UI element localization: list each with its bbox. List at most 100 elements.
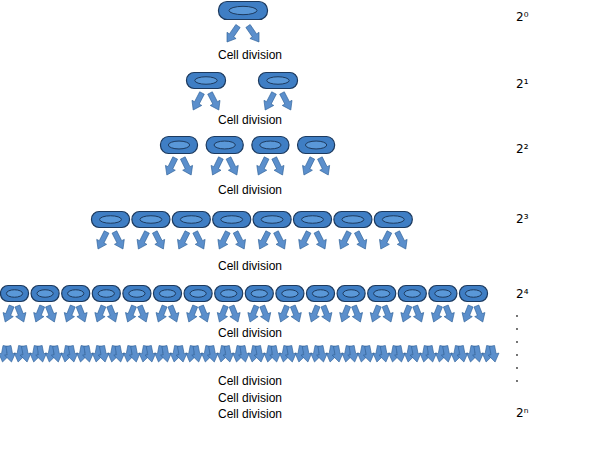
- bacterial-cell: [62, 286, 90, 302]
- cell-body: [172, 212, 210, 228]
- division-arrow: [337, 304, 354, 324]
- continuation-dot: [516, 354, 518, 356]
- cell-nucleoid: [98, 290, 114, 297]
- cell-body: [252, 137, 289, 154]
- division-arrow: [135, 304, 152, 324]
- cell-body: [398, 286, 426, 302]
- bacterial-cell: [184, 286, 212, 302]
- division-arrow: [295, 230, 313, 252]
- division-arrow: [410, 304, 427, 324]
- cell-body: [1, 286, 29, 302]
- step-label: Cell division: [218, 260, 282, 272]
- division-arrow: [379, 304, 396, 324]
- generation-count: 2⁴: [516, 288, 528, 300]
- bacterial-cell: [368, 286, 396, 302]
- division-arrow: [253, 156, 271, 178]
- cell-body: [368, 286, 396, 302]
- bacterial-cell: [252, 137, 289, 154]
- cell-nucleoid: [100, 216, 122, 223]
- cell-body: [259, 73, 298, 89]
- division-arrow: [255, 230, 273, 252]
- division-arrow: [392, 230, 410, 252]
- bacterial-cell: [187, 73, 226, 89]
- division-arrow: [352, 230, 370, 252]
- cell-body: [276, 286, 304, 302]
- division-arrow: [243, 23, 263, 45]
- cell-body: [132, 212, 170, 228]
- cell-nucleoid: [190, 290, 206, 297]
- cell-body: [460, 286, 488, 302]
- division-arrow: [271, 230, 289, 252]
- step-label: Cell division: [218, 392, 282, 404]
- division-arrow: [336, 230, 354, 252]
- bacterial-cell: [154, 286, 182, 302]
- division-arrow: [245, 304, 262, 324]
- generation-count: 2⁰: [516, 11, 528, 23]
- cell-body: [334, 212, 372, 228]
- division-arrow: [93, 230, 111, 252]
- bacterial-cell: [460, 286, 488, 302]
- cell-nucleoid: [68, 290, 84, 297]
- division-arrow: [205, 90, 224, 112]
- bacterial-cell: [398, 286, 426, 302]
- bacterial-cell: [429, 286, 457, 302]
- division-arrow: [214, 230, 232, 252]
- cell-body: [206, 137, 243, 154]
- division-arrow: [153, 304, 170, 324]
- cell-nucleoid: [168, 141, 189, 149]
- cell-nucleoid: [214, 141, 235, 149]
- cell-nucleoid: [159, 290, 175, 297]
- division-arrow: [190, 230, 208, 252]
- bacterial-cell: [213, 212, 251, 228]
- continuation-dot: [516, 367, 518, 369]
- cell-nucleoid: [312, 290, 328, 297]
- bacterial-cell: [1, 286, 29, 302]
- cell-body: [92, 212, 130, 228]
- cell-nucleoid: [404, 290, 420, 297]
- cell-nucleoid: [374, 290, 390, 297]
- cell-nucleoid: [195, 77, 217, 84]
- bacterial-cell: [253, 212, 291, 228]
- bacterial-cell: [31, 286, 59, 302]
- division-arrow: [318, 304, 335, 324]
- division-arrow: [277, 90, 296, 112]
- cell-nucleoid: [140, 216, 162, 223]
- division-arrow: [306, 304, 323, 324]
- cell-body: [307, 286, 335, 302]
- cell-nucleoid: [229, 6, 257, 14]
- cell-nucleoid: [382, 216, 404, 223]
- division-arrow: [398, 304, 415, 324]
- cell-nucleoid: [465, 290, 481, 297]
- cell-nucleoid: [267, 77, 289, 84]
- bacterial-cell: [334, 212, 372, 228]
- bacterial-cell: [161, 137, 198, 154]
- cell-nucleoid: [129, 290, 145, 297]
- cell-body: [187, 73, 226, 89]
- cell-nucleoid: [37, 290, 53, 297]
- division-arrow: [109, 230, 127, 252]
- cell-body: [294, 212, 332, 228]
- division-arrow: [226, 304, 243, 324]
- cell-nucleoid: [343, 290, 359, 297]
- cell-body: [215, 286, 243, 302]
- cell-body: [213, 212, 251, 228]
- step-label: Cell division: [218, 327, 282, 339]
- bacterial-cell: [374, 212, 412, 228]
- division-arrow: [441, 304, 458, 324]
- bacterial-cell: [123, 286, 151, 302]
- cell-body: [245, 286, 273, 302]
- division-arrow: [376, 230, 394, 252]
- division-arrow: [0, 304, 17, 324]
- division-arrow: [459, 304, 476, 324]
- cell-nucleoid: [260, 141, 281, 149]
- division-arrow: [31, 304, 48, 324]
- division-arrow: [214, 304, 231, 324]
- division-arrow: [150, 230, 168, 252]
- cell-body: [92, 286, 120, 302]
- cell-nucleoid: [221, 290, 237, 297]
- generation-count: 2¹: [516, 78, 528, 90]
- generation-count: 2²: [516, 143, 528, 155]
- bacterial-cell: [219, 2, 268, 20]
- bacterial-cell: [132, 212, 170, 228]
